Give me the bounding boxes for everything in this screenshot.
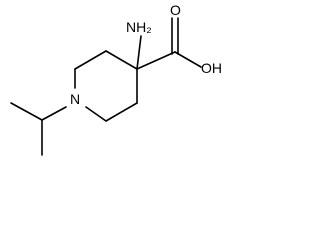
ring-bond-c6-c5 [105,102,138,122]
hydroxyl-label: OH [201,60,222,76]
carboxyl-carbon-bond [136,51,176,70]
structural-formula-diagram: NH₂ O OH N [10,2,222,156]
hydroxyl-bond [174,51,202,68]
ring-bond-c3-c2 [74,50,107,70]
ring-bond-c4-c3 [105,50,138,70]
ring-nitrogen-label: N [70,91,80,107]
amine-bond [136,35,142,70]
isopropyl-n-bond [41,106,67,121]
ring-bond-n1-c6 [85,106,107,122]
carbonyl-oxygen-label: O [170,2,181,18]
isopropyl-methyl-bond-a [10,102,43,121]
amine-label: NH₂ [126,19,152,35]
